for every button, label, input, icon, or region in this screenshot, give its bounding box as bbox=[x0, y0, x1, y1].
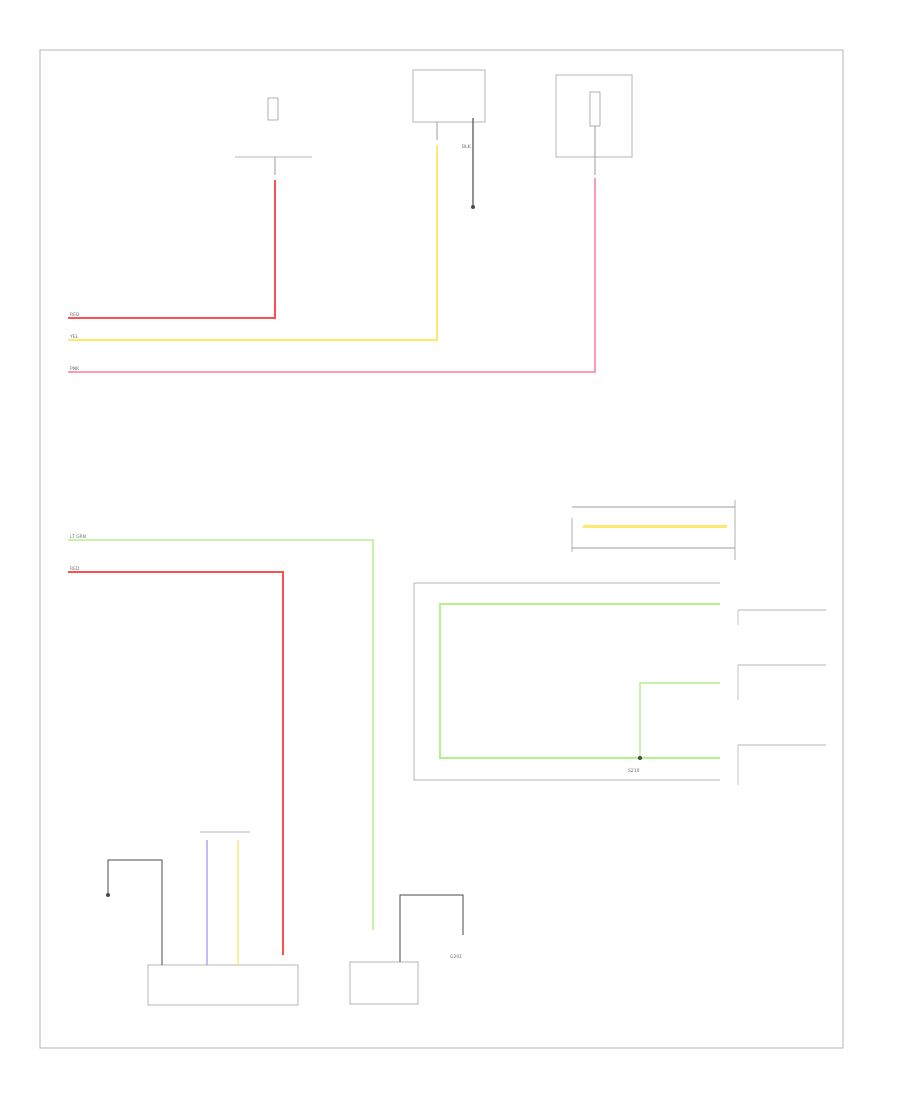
ground-connection bbox=[471, 205, 475, 209]
hot-at-all-times-fuse-left bbox=[235, 97, 312, 175]
wire-green-branch bbox=[639, 682, 720, 758]
connector-block-right bbox=[571, 500, 736, 560]
occupant-classification-module bbox=[106, 831, 299, 1006]
wire-label-lt-green: LT GRN bbox=[70, 534, 86, 540]
wire-gray-loop bbox=[413, 582, 720, 781]
ground-connection-lower bbox=[106, 893, 110, 897]
wire-green-loop bbox=[439, 603, 720, 759]
wire-label-pink: PNK bbox=[70, 366, 80, 372]
splice-point bbox=[638, 756, 642, 760]
wire-pink-top bbox=[68, 178, 596, 373]
wire-label-blk: BLK bbox=[462, 144, 472, 150]
sensor-module-bottom bbox=[349, 894, 464, 1005]
wire-red-left bbox=[68, 571, 284, 955]
wire-label-red: RED bbox=[70, 312, 80, 318]
diagram-frame bbox=[39, 49, 844, 1049]
ground-label: G201 bbox=[450, 954, 462, 960]
wire-label-red-lower: RED bbox=[70, 566, 80, 572]
wire-lt-green-left bbox=[68, 539, 374, 930]
wire-label-yellow: YEL bbox=[69, 334, 79, 340]
hot-at-all-times-fuse-right bbox=[555, 74, 633, 175]
wire-red-top bbox=[68, 180, 276, 319]
splice-label: S210 bbox=[628, 768, 640, 774]
seat-belt-sensor-connectors bbox=[737, 609, 826, 785]
wire-yellow-top bbox=[68, 145, 438, 341]
vehicle-interface-module bbox=[412, 69, 486, 209]
